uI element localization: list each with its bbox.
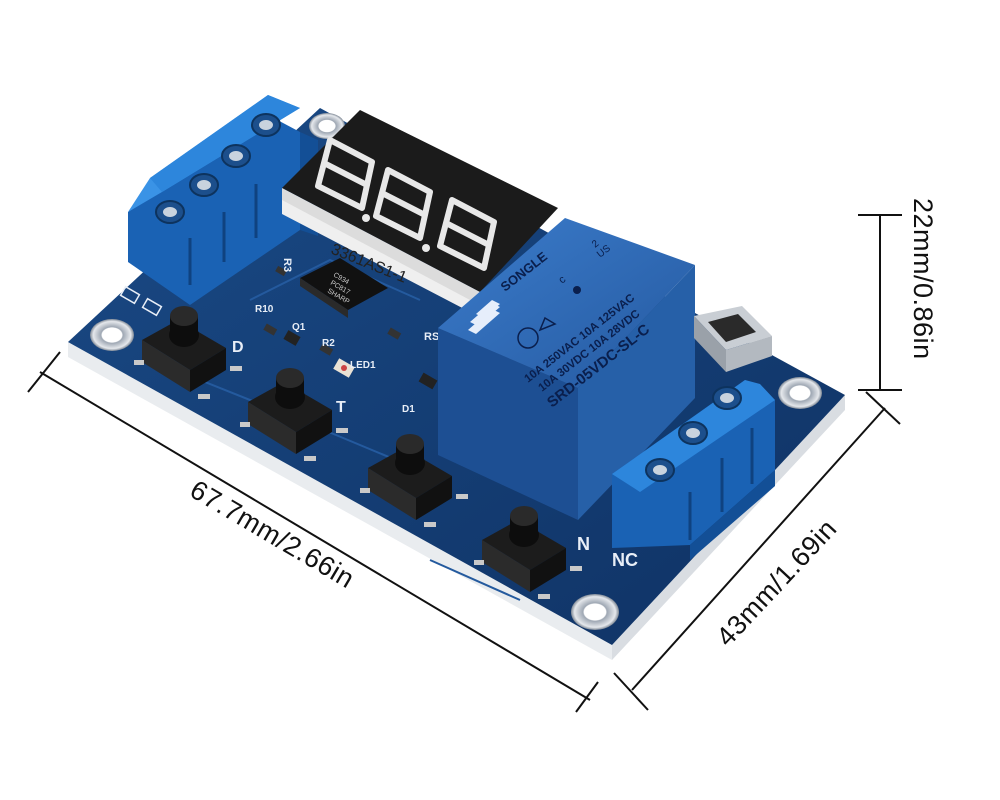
dimension-height: 22mm/0.86in	[858, 198, 938, 391]
height-label: 22mm/0.86in	[908, 198, 938, 360]
decimal-point-icon	[422, 244, 430, 252]
output-terminal-block	[612, 380, 775, 560]
decimal-point-icon	[362, 214, 370, 222]
label-rs: RS	[424, 331, 439, 343]
label-q1: Q1	[292, 322, 306, 333]
input-terminal-block	[128, 95, 318, 305]
label-d1: D1	[402, 404, 415, 415]
mounting-hole-icon	[778, 377, 822, 409]
relay-cert-num: 2	[590, 238, 602, 250]
mounting-hole-icon	[90, 319, 134, 351]
smd-components	[263, 265, 438, 390]
warning-triangle-icon	[538, 316, 557, 332]
push-button-2[interactable]	[240, 368, 348, 461]
push-button-4[interactable]	[474, 506, 582, 599]
silkscreen: R3 R10 Q1 R2 LED1 D1 RS D T N NC	[119, 258, 638, 570]
relay-module: SONGLE c US 2 10A 250VAC 10A 125VAC 10A …	[438, 218, 695, 520]
mounting-hole-icon	[571, 594, 619, 630]
label-r2: R2	[322, 338, 335, 349]
push-button-1[interactable]	[134, 306, 242, 399]
label-r3: R3	[281, 258, 293, 272]
label-n: N	[577, 534, 590, 554]
label-t: T	[336, 399, 346, 416]
optocoupler-chip: C934 PC817 SHARP	[300, 258, 388, 318]
mounting-hole-icon	[309, 113, 345, 139]
label-r10: R10	[255, 304, 274, 315]
label-nc: NC	[612, 550, 638, 570]
width-label: 43mm/1.69in	[710, 513, 842, 652]
micro-usb-port	[694, 306, 772, 372]
songle-logo-icon	[468, 300, 500, 334]
push-button-3[interactable]	[360, 434, 468, 527]
ccc-cert-icon	[517, 327, 539, 349]
label-led1: LED1	[350, 360, 376, 371]
label-d: D	[232, 339, 244, 356]
